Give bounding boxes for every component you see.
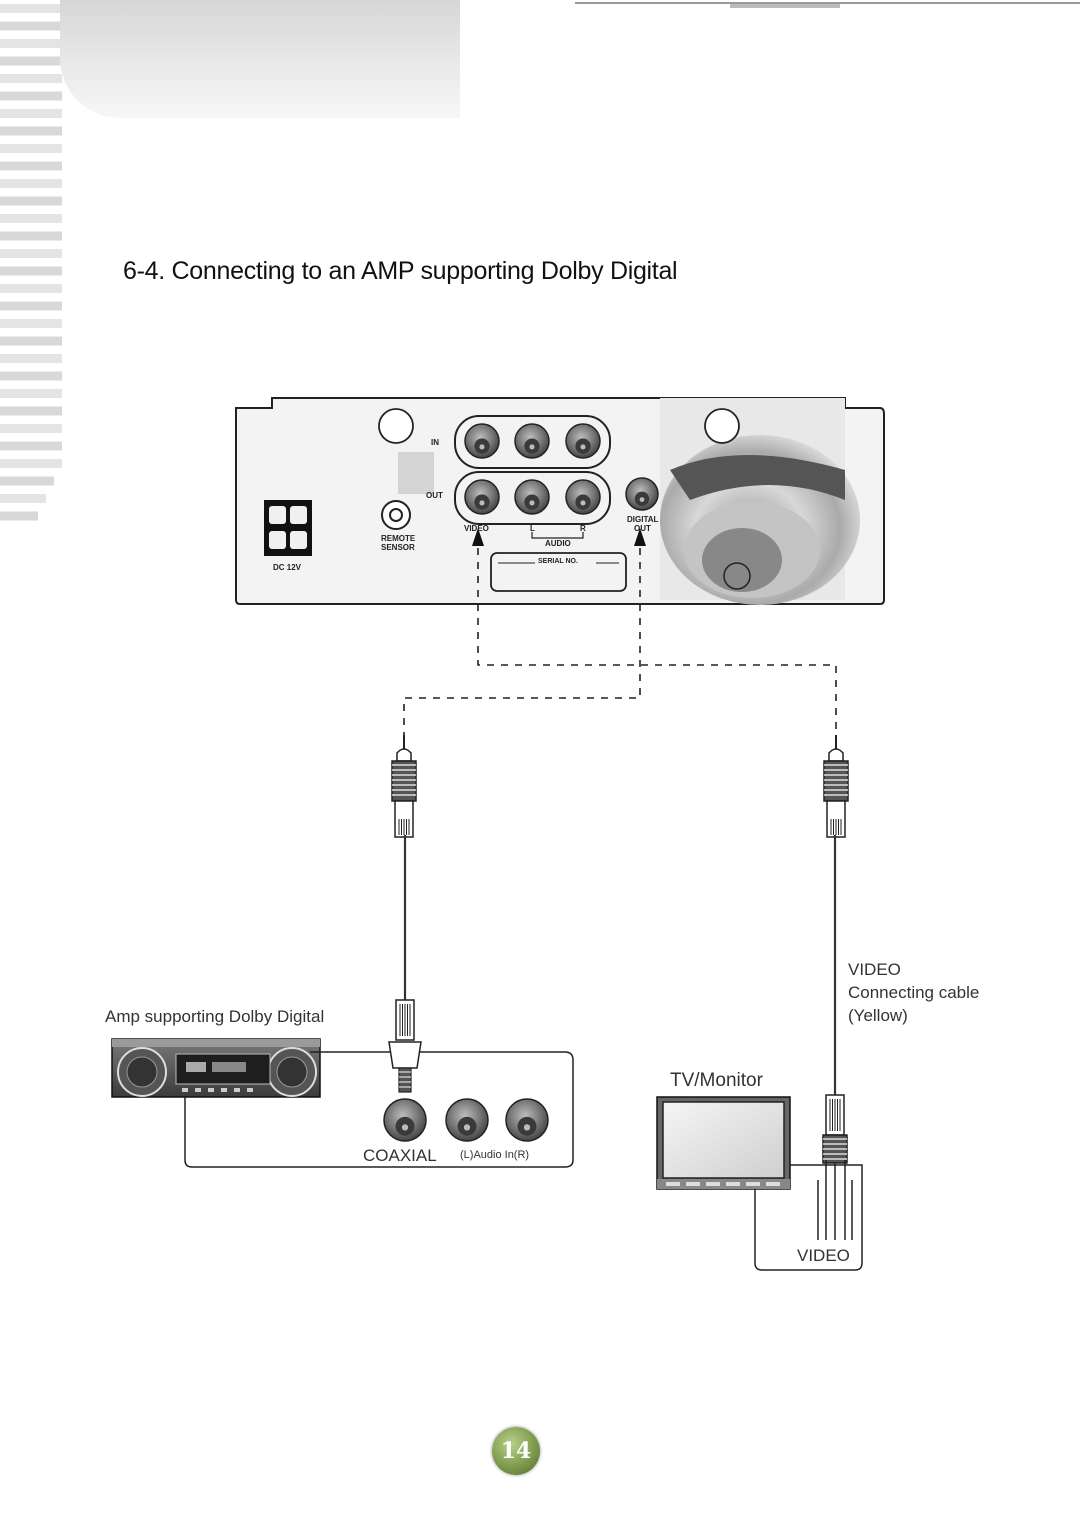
video-out-arrow bbox=[472, 528, 484, 546]
page-title: 6-4. Connecting to an AMP supporting Dol… bbox=[123, 257, 678, 285]
stripe bbox=[0, 91, 62, 101]
tv-video-label: VIDEO bbox=[797, 1246, 850, 1265]
stripe bbox=[0, 4, 62, 13]
stripe bbox=[0, 476, 54, 486]
stripe bbox=[0, 21, 62, 31]
rca-jack bbox=[383, 1098, 427, 1142]
stripe bbox=[0, 424, 62, 433]
rca-jack bbox=[514, 479, 550, 515]
digital-out-arrow bbox=[634, 528, 646, 546]
header-rule bbox=[575, 2, 1080, 4]
rca-plug-tv-lower bbox=[822, 1094, 848, 1240]
stripe bbox=[0, 459, 62, 468]
stripe bbox=[0, 74, 62, 83]
rca-jack bbox=[565, 479, 601, 515]
in-label: IN bbox=[431, 438, 439, 447]
rca-jack bbox=[514, 423, 550, 459]
stripe bbox=[0, 231, 62, 241]
header-rule-accent bbox=[730, 4, 840, 8]
stripe bbox=[0, 371, 62, 381]
rca-jack bbox=[625, 477, 659, 511]
out-label: OUT bbox=[426, 491, 443, 500]
stripe bbox=[0, 284, 62, 293]
tv-connection-panel bbox=[754, 1164, 863, 1271]
tv-monitor-label: TV/Monitor bbox=[670, 1070, 763, 1091]
remote-sensor-label-1: REMOTE bbox=[381, 534, 416, 543]
cable-note-line3: (Yellow) bbox=[848, 1006, 908, 1025]
remote-sensor bbox=[381, 500, 411, 530]
header-band bbox=[60, 0, 460, 118]
rca-plug-amp-lower bbox=[388, 999, 422, 1093]
mount-hole-right bbox=[704, 408, 740, 444]
audio-l-label: L bbox=[530, 524, 535, 533]
stripe bbox=[0, 494, 46, 503]
stripe bbox=[0, 354, 62, 363]
stripe bbox=[0, 266, 62, 276]
stripe bbox=[0, 301, 62, 311]
panel-lens-graphic bbox=[660, 435, 860, 605]
stripe bbox=[0, 39, 62, 48]
audio-in-label: (L)Audio In(R) bbox=[460, 1149, 530, 1161]
stripe bbox=[0, 249, 62, 258]
stripe bbox=[0, 389, 62, 398]
stripe bbox=[0, 56, 62, 66]
remote-sensor-label-2: SENSOR bbox=[381, 543, 415, 552]
rca-jack bbox=[445, 1098, 489, 1142]
page-number-badge: 14 bbox=[492, 1427, 540, 1475]
av-jacks bbox=[464, 423, 659, 515]
stripe bbox=[0, 441, 62, 451]
stripe bbox=[0, 126, 62, 136]
amplifier-unit bbox=[111, 1038, 321, 1098]
amp-label: Amp supporting Dolby Digital bbox=[105, 1007, 325, 1026]
in-jack-frame bbox=[454, 415, 611, 469]
digital-label: DIGITAL bbox=[627, 515, 659, 524]
tv-monitor bbox=[656, 1096, 791, 1190]
audio-label: AUDIO bbox=[545, 539, 571, 548]
stripe bbox=[0, 179, 62, 188]
rca-plug-tv-upper bbox=[823, 735, 849, 838]
rca-jack bbox=[565, 423, 601, 459]
rca-jack bbox=[505, 1098, 549, 1142]
rca-plug-amp-upper bbox=[391, 735, 417, 838]
side-stripe-decoration bbox=[0, 4, 62, 521]
mount-hole-left bbox=[378, 408, 414, 444]
cable-note-line2: Connecting cable bbox=[848, 983, 980, 1002]
stripe bbox=[0, 511, 38, 521]
stripe bbox=[0, 109, 62, 118]
amp-input-jacks bbox=[383, 1098, 549, 1142]
stripe bbox=[0, 196, 62, 206]
video-jack-label: VIDEO bbox=[464, 524, 489, 533]
digital-out-label: OUT bbox=[634, 524, 651, 533]
stripe bbox=[0, 161, 62, 171]
dashed-routes bbox=[403, 548, 837, 735]
dc-12v-label: DC 12V bbox=[273, 563, 302, 572]
coaxial-label: COAXIAL bbox=[363, 1146, 437, 1165]
serial-number-box bbox=[490, 552, 627, 592]
cable-note-line1: VIDEO bbox=[848, 960, 901, 979]
audio-r-label: R bbox=[580, 524, 586, 533]
tv-video-jack bbox=[817, 1160, 853, 1240]
rca-jack bbox=[464, 423, 500, 459]
rca-jack bbox=[464, 479, 500, 515]
stripe bbox=[0, 406, 62, 416]
amp-connection-panel bbox=[184, 1051, 574, 1168]
stripe bbox=[0, 214, 62, 223]
panel-shade-block bbox=[398, 452, 434, 494]
stripe bbox=[0, 319, 62, 328]
stripe bbox=[0, 144, 62, 153]
out-jack-frame bbox=[454, 471, 611, 525]
dc-12v-connector bbox=[264, 500, 312, 556]
serial-number-label: SERIAL NO. bbox=[538, 558, 578, 565]
audio-bracket bbox=[531, 532, 584, 539]
stripe bbox=[0, 336, 62, 346]
